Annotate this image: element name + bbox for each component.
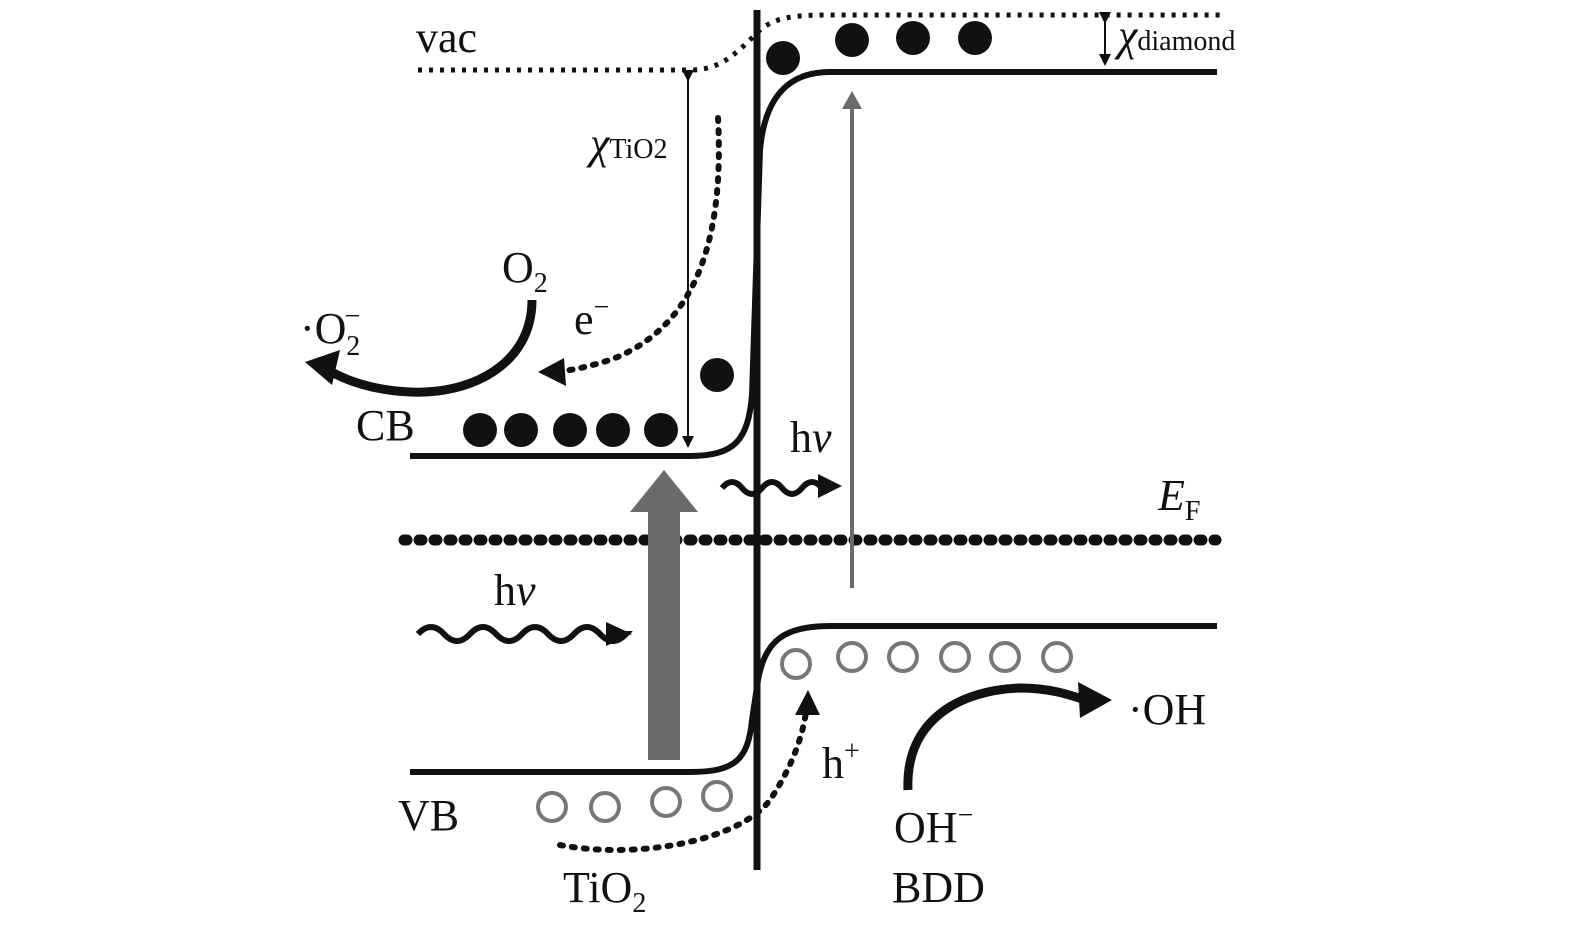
hole — [701, 780, 733, 812]
hole — [989, 641, 1021, 673]
vb-label: VB — [398, 791, 459, 840]
tio2-excitation-arrow — [630, 470, 698, 760]
conduction-band — [410, 69, 1217, 459]
chi-tio2-label: χTiO2 — [586, 119, 667, 168]
hole — [780, 648, 812, 680]
hv-tio2-label: hν — [494, 566, 536, 615]
electron-transferring — [700, 358, 734, 392]
valence-band — [410, 623, 1217, 775]
photon-wave-bdd-arrowhead — [818, 474, 842, 498]
electron-transfer-path — [552, 115, 722, 375]
hole — [650, 786, 682, 818]
electron — [766, 41, 800, 75]
vac-label: vac — [416, 13, 477, 62]
hole — [887, 641, 919, 673]
hole — [536, 791, 568, 823]
superoxide-arrowhead — [305, 350, 340, 385]
hv-bdd-label: hν — [790, 413, 832, 462]
electron — [553, 413, 587, 447]
hole-transfer-path — [557, 709, 809, 853]
hydroxyl-arrow — [903, 683, 1087, 791]
tio2-label: TiO2 — [563, 863, 646, 919]
photon-wave-tio2-arrowhead — [606, 622, 632, 646]
chi-diamond-label: χdiamond — [1114, 11, 1235, 60]
fermi-level-label: EF — [1157, 471, 1200, 527]
electron-transfer-arrowhead — [538, 358, 566, 386]
tio2-vb-holes — [536, 780, 733, 823]
vacuum-level-line — [418, 12, 1222, 73]
electron — [896, 21, 930, 55]
o2-label: O2 — [502, 243, 548, 299]
electron — [504, 413, 538, 447]
superoxide-label: ·O−2 — [300, 301, 360, 362]
electron-label: e− — [574, 292, 609, 344]
hole-transfer-arrowhead — [795, 690, 820, 715]
hole — [589, 791, 621, 823]
hole — [1041, 641, 1073, 673]
hydroxyl-radical-label: ·OH — [1128, 685, 1206, 734]
bdd-vb-holes — [780, 641, 1073, 680]
electron — [644, 413, 678, 447]
hydroxide-label: OH− — [894, 800, 973, 852]
electron — [463, 413, 497, 447]
hole — [939, 641, 971, 673]
cb-label: CB — [356, 401, 415, 450]
electron — [835, 23, 869, 57]
electron — [596, 413, 630, 447]
photon-wave-bdd — [719, 479, 825, 497]
superoxide-arrow — [325, 299, 537, 397]
bdd-cb-electrons — [766, 21, 992, 75]
bdd-label: BDD — [892, 863, 985, 912]
electron — [958, 21, 992, 55]
tio2-cb-electrons — [463, 413, 678, 447]
photon-wave-tio2 — [415, 624, 633, 644]
hole — [836, 641, 868, 673]
hole-label: h+ — [822, 736, 860, 788]
hydroxyl-arrowhead — [1078, 682, 1112, 718]
